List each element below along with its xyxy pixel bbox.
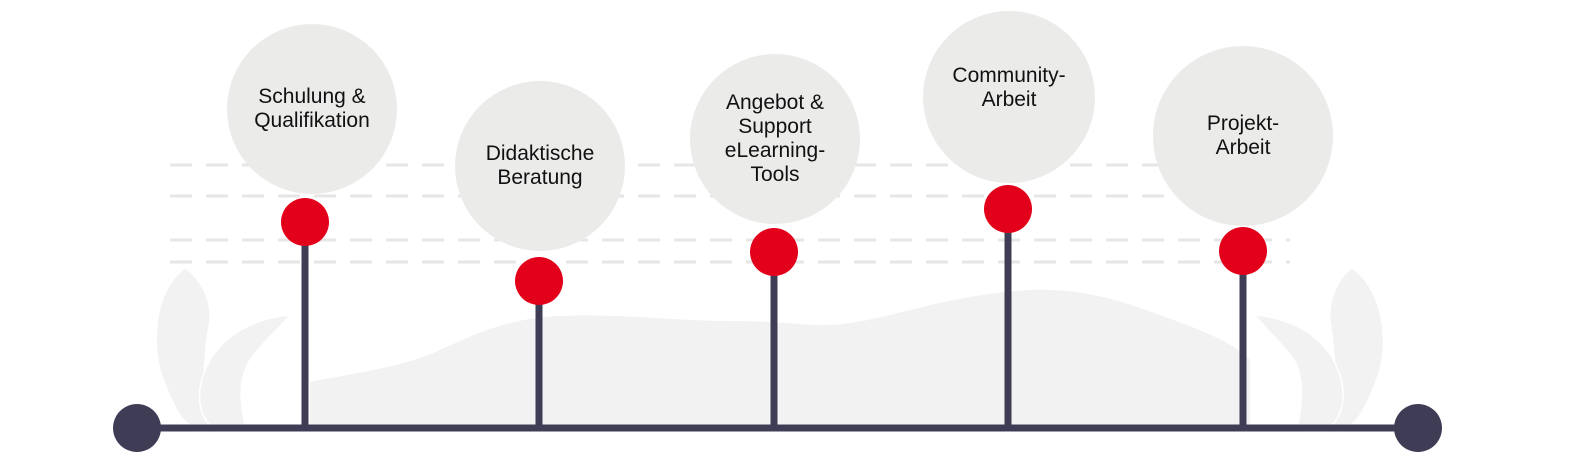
bubble-didaktische-beratung: Didaktische Beratung <box>455 81 625 251</box>
left-plant-decor <box>155 267 292 426</box>
marker-5 <box>1219 227 1267 275</box>
right-leaf <box>1253 314 1344 426</box>
marker-2 <box>515 257 563 305</box>
bubble-label: Schulung & Qualifikation <box>254 85 370 132</box>
bubble-label: Didaktische Beratung <box>485 142 595 189</box>
right-plant-decor <box>1253 267 1385 426</box>
marker-4 <box>984 185 1032 233</box>
bubble-schulung-qualifikation: Schulung & Qualifikation <box>227 24 397 194</box>
bubble-community-arbeit: Community- Arbeit <box>923 11 1095 183</box>
baseline-start-node <box>113 404 161 452</box>
markers <box>281 185 1267 305</box>
bubble-label: Projekt- Arbeit <box>1206 112 1280 159</box>
bubble-projekt-arbeit: Projekt- Arbeit <box>1153 46 1333 226</box>
bubble-angebot-support: Angebot & Support eLearning- Tools <box>690 54 860 224</box>
marker-1 <box>281 198 329 246</box>
stems <box>301 209 1247 428</box>
background-hill <box>310 289 1250 430</box>
bubble-label: Community- Arbeit <box>952 64 1066 111</box>
left-leaf <box>198 314 292 426</box>
marker-3 <box>750 228 798 276</box>
bubble-label: Angebot & Support eLearning- Tools <box>724 91 826 186</box>
baseline-end-node <box>1394 404 1442 452</box>
